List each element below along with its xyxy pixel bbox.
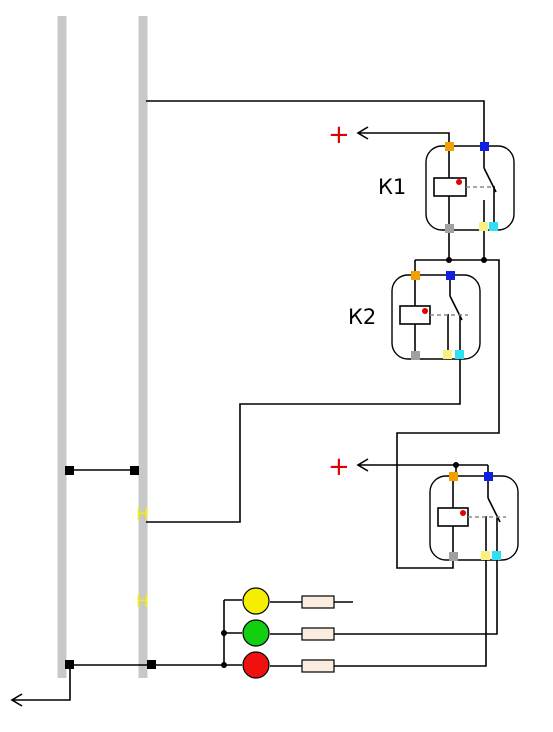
plus-terminal-top: + [328,120,350,150]
relay-k2-label: К2 [348,305,376,329]
rail-mark-lower: H [136,592,149,612]
plus-terminal-bottom: + [328,452,350,482]
relay-k1-label: К1 [378,175,406,199]
relay-k3[interactable] [429,472,519,561]
rail-mark-upper: H [136,505,149,525]
junction-dots [221,257,487,668]
wiring [10,100,500,707]
rail-terminals [65,466,156,669]
relay-k1[interactable]: К1 [378,142,515,233]
resistor-red [301,659,335,673]
resistor-green [301,627,335,641]
red-lamp[interactable] [242,651,270,679]
resistor-yellow [301,595,335,609]
relay-k2[interactable]: К2 [348,271,481,360]
green-lamp[interactable] [242,619,270,647]
yellow-lamp[interactable] [242,587,270,615]
